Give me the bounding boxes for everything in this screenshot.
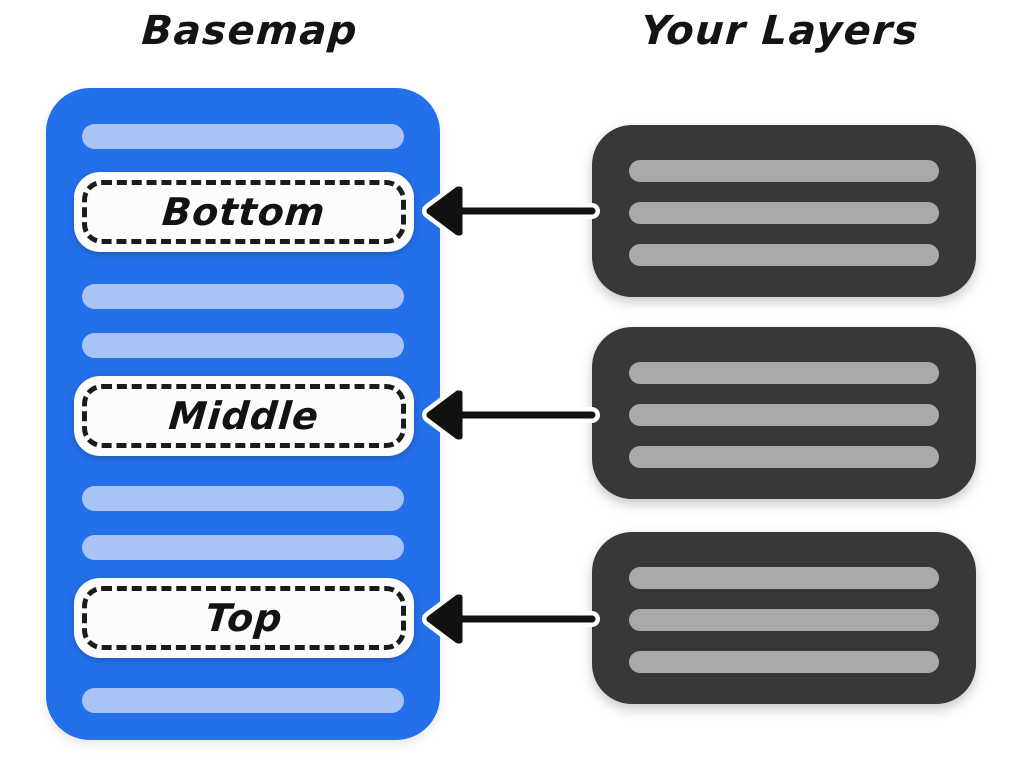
basemap-filler-bar	[82, 124, 404, 149]
basemap-slot-label: Bottom	[160, 190, 328, 234]
layer-card-bar	[629, 609, 939, 631]
arrow-left-icon	[410, 384, 600, 446]
basemap-filler-bar	[82, 688, 404, 713]
basemap-slot-label: Middle	[167, 394, 321, 438]
basemap-filler-bar	[82, 486, 404, 511]
basemap-filler-bar	[82, 535, 404, 560]
layer-card-bar	[629, 160, 939, 182]
page-title-basemap: Basemap	[140, 8, 360, 54]
basemap-panel: Bottom Middle Top	[46, 88, 440, 740]
layer-card-bar	[629, 567, 939, 589]
arrow-left-icon	[410, 588, 600, 650]
page-title-your-layers: Your Layers	[639, 8, 921, 54]
layer-card[interactable]	[592, 532, 976, 704]
layer-card-bar	[629, 446, 939, 468]
layer-card-bar	[629, 202, 939, 224]
basemap-slot-label: Top	[203, 596, 285, 640]
basemap-slot-middle[interactable]: Middle	[74, 376, 414, 456]
dashed-outline	[82, 586, 406, 650]
layer-card[interactable]	[592, 125, 976, 297]
basemap-slot-bottom[interactable]: Bottom	[74, 172, 414, 252]
layer-card[interactable]	[592, 327, 976, 499]
dashed-outline	[82, 384, 406, 448]
basemap-filler-bar	[82, 333, 404, 358]
layer-card-bar	[629, 404, 939, 426]
layer-card-bar	[629, 362, 939, 384]
layer-card-bar	[629, 651, 939, 673]
arrow-left-icon	[410, 180, 600, 242]
basemap-slot-top[interactable]: Top	[74, 578, 414, 658]
dashed-outline	[82, 180, 406, 244]
layer-card-bar	[629, 244, 939, 266]
basemap-filler-bar	[82, 284, 404, 309]
